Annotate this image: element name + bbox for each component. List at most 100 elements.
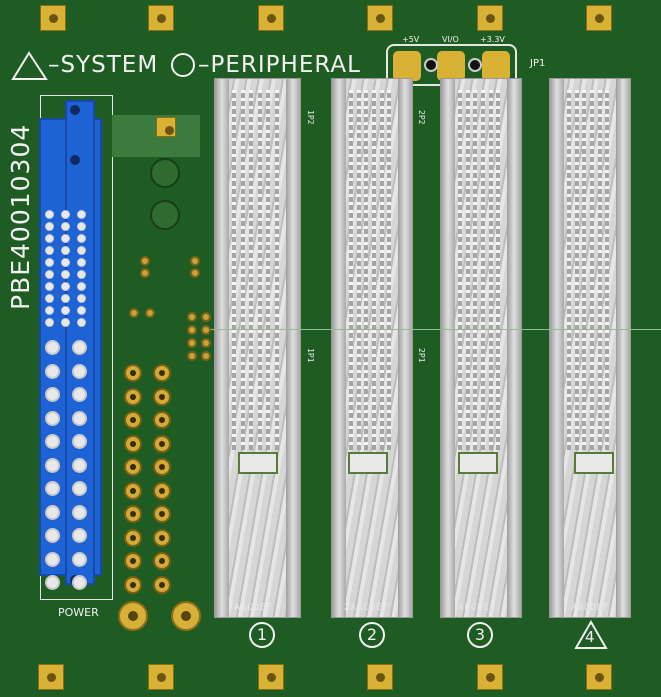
slot-latch[interactable] bbox=[238, 452, 278, 474]
signal-pin bbox=[61, 294, 70, 303]
jumper-label-vio: VI/O bbox=[442, 35, 459, 44]
connector-pin-row bbox=[364, 90, 369, 450]
slot-number-1: 1 bbox=[249, 622, 275, 648]
connector-pin-row bbox=[481, 90, 485, 450]
header-pin bbox=[153, 505, 171, 523]
via bbox=[187, 325, 197, 335]
power-contact bbox=[72, 575, 87, 590]
connector-pin-row bbox=[590, 90, 594, 450]
screw-hole bbox=[70, 155, 80, 165]
via bbox=[187, 351, 197, 361]
connector-pin-row bbox=[356, 90, 361, 450]
power-contact bbox=[72, 481, 87, 496]
via bbox=[201, 312, 211, 322]
via bbox=[145, 308, 155, 318]
signal-pin bbox=[77, 222, 86, 231]
signal-pin bbox=[77, 294, 86, 303]
power-contact bbox=[45, 457, 60, 473]
mounting-pad bbox=[586, 664, 612, 690]
signal-pin bbox=[61, 222, 70, 231]
jumper-pin[interactable] bbox=[482, 51, 510, 81]
mounting-pad bbox=[38, 664, 64, 690]
power-contact bbox=[45, 363, 60, 379]
slot-number-2: 2 bbox=[359, 622, 385, 648]
system-slot-triangle-icon bbox=[574, 620, 608, 649]
signal-pin bbox=[45, 246, 54, 255]
signal-pin bbox=[45, 258, 54, 267]
connector-pin-row bbox=[496, 90, 501, 450]
power-contact bbox=[45, 551, 60, 567]
connector-pin-row bbox=[266, 90, 270, 450]
signal-pin bbox=[61, 282, 70, 291]
signal-pin bbox=[45, 222, 54, 231]
header-pin bbox=[124, 505, 142, 523]
power-contact bbox=[45, 528, 60, 543]
power-contact bbox=[72, 410, 87, 426]
signal-pin bbox=[77, 282, 86, 291]
signal-pin bbox=[61, 270, 70, 279]
power-contact bbox=[72, 551, 87, 567]
mounting-pad bbox=[148, 5, 174, 31]
signal-pin bbox=[77, 246, 86, 255]
jumper-label-5v: +5V bbox=[402, 35, 420, 44]
power-contact bbox=[45, 575, 60, 590]
signal-pin bbox=[61, 246, 70, 255]
connector-divider bbox=[210, 329, 661, 330]
power-contact bbox=[45, 434, 60, 449]
power-contact bbox=[72, 528, 87, 543]
row-label: ABCDEF bbox=[458, 603, 497, 613]
via bbox=[201, 325, 211, 335]
via bbox=[190, 268, 200, 278]
test-pad bbox=[156, 117, 176, 137]
connector-pin-row bbox=[597, 90, 602, 450]
power-label: POWER bbox=[58, 606, 99, 619]
jumper-label-3v3: +3.3V bbox=[480, 35, 505, 44]
header-pin bbox=[153, 528, 171, 547]
slot-latch[interactable] bbox=[574, 452, 614, 474]
power-contact bbox=[72, 457, 87, 473]
power-contact bbox=[72, 387, 87, 402]
jumper-pin[interactable] bbox=[393, 51, 421, 81]
header-pin bbox=[153, 575, 171, 594]
signal-pin bbox=[77, 210, 86, 219]
header-pin bbox=[124, 552, 142, 570]
standoff-hole bbox=[150, 200, 180, 230]
mounting-pad bbox=[367, 664, 393, 690]
slot-number-3: 3 bbox=[467, 622, 493, 648]
signal-pin bbox=[45, 270, 54, 279]
header-pin bbox=[153, 411, 171, 429]
mounting-pad bbox=[477, 5, 503, 31]
header-pin bbox=[153, 481, 171, 500]
header-pin bbox=[124, 411, 142, 429]
signal-pin bbox=[45, 306, 54, 315]
via bbox=[140, 256, 150, 266]
connector-pin-row bbox=[240, 90, 245, 450]
slot-latch[interactable] bbox=[458, 452, 498, 474]
power-contact bbox=[45, 481, 60, 496]
signal-pin bbox=[77, 306, 86, 315]
connector-pin-row bbox=[379, 90, 384, 450]
jumper-pin[interactable] bbox=[437, 51, 465, 81]
via bbox=[129, 308, 139, 318]
signal-pin bbox=[61, 234, 70, 243]
header-pin bbox=[124, 575, 142, 594]
header-pin bbox=[153, 434, 171, 453]
row-label: ZABCDEF bbox=[228, 603, 273, 613]
peripheral-circle-icon bbox=[171, 53, 195, 77]
slot-latch[interactable] bbox=[348, 452, 388, 474]
via bbox=[187, 338, 197, 348]
header-pin bbox=[124, 528, 142, 547]
connector-pin-row bbox=[465, 90, 470, 450]
power-contact bbox=[72, 434, 87, 449]
signal-pin bbox=[61, 210, 70, 219]
via bbox=[140, 268, 150, 278]
header-pin bbox=[153, 364, 171, 382]
slot-number-4: 4 bbox=[585, 628, 595, 646]
signal-pin bbox=[45, 318, 54, 327]
header-pin bbox=[124, 387, 142, 406]
connector-pin-row bbox=[458, 90, 462, 450]
header-pin bbox=[124, 481, 142, 500]
mounting-pad bbox=[258, 5, 284, 31]
slot-2-p1-label: 2P1 bbox=[417, 348, 426, 363]
connector-pin-row bbox=[232, 90, 236, 450]
